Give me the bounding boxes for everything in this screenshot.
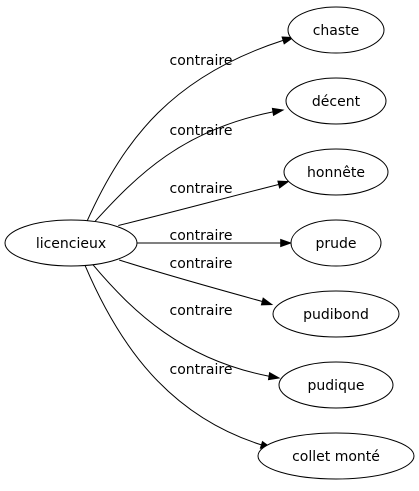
node-label: prude xyxy=(315,236,356,252)
node-label: chaste xyxy=(313,23,360,39)
edge-honnete: contraire xyxy=(118,180,290,226)
target-node-chaste: chaste xyxy=(287,6,385,54)
node-ellipse xyxy=(257,432,415,480)
edge-chaste: contraire xyxy=(86,36,295,223)
node-label: pudique xyxy=(308,378,365,394)
node-label: licencieux xyxy=(36,236,106,252)
edge-label: contraire xyxy=(170,228,233,244)
target-node-prude: prude xyxy=(290,219,382,267)
target-node-pudique: pudique xyxy=(278,361,394,409)
edge-pudibond: contraire xyxy=(119,256,274,306)
target-node-collet-monte: collet monté xyxy=(257,432,415,480)
node-ellipse xyxy=(278,361,394,409)
edge-line xyxy=(119,259,263,302)
arrow-head-icon xyxy=(260,297,274,306)
arrow-head-icon xyxy=(280,238,293,248)
arrow-head-icon xyxy=(271,107,285,117)
node-ellipse xyxy=(272,290,400,338)
node-ellipse xyxy=(4,219,138,267)
node-label: honnête xyxy=(307,165,365,181)
edge-label: contraire xyxy=(170,362,233,378)
edge-line xyxy=(118,184,279,226)
edge-line xyxy=(84,265,262,446)
node-label: décent xyxy=(312,94,361,110)
node-ellipse xyxy=(287,6,385,54)
target-node-honnete: honnête xyxy=(283,148,389,196)
edge-label: contraire xyxy=(170,123,233,139)
node-label: collet monté xyxy=(292,449,380,465)
arrow-head-icon xyxy=(277,180,290,189)
node-ellipse xyxy=(283,148,389,196)
target-node-decent: décent xyxy=(285,77,387,125)
edge-line xyxy=(94,111,273,222)
edge-label: contraire xyxy=(170,53,233,69)
edge-pudique: contraire xyxy=(92,264,281,381)
edge-prude: contraire xyxy=(137,228,293,248)
edge-label: contraire xyxy=(170,303,233,319)
edge-label: contraire xyxy=(170,181,233,197)
edge-decent: contraire xyxy=(94,107,285,222)
arrow-head-icon xyxy=(267,371,281,381)
node-ellipse xyxy=(285,77,387,125)
edge-label: contraire xyxy=(170,256,233,272)
arrow-head-icon xyxy=(281,36,295,45)
edge-collet-monte: contraire xyxy=(84,265,273,449)
target-node-pudibond: pudibond xyxy=(272,290,400,338)
node-ellipse xyxy=(290,219,382,267)
edge-line xyxy=(86,39,284,223)
edge-line xyxy=(92,264,270,377)
source-node: licencieux xyxy=(4,219,138,267)
node-label: pudibond xyxy=(303,307,369,323)
